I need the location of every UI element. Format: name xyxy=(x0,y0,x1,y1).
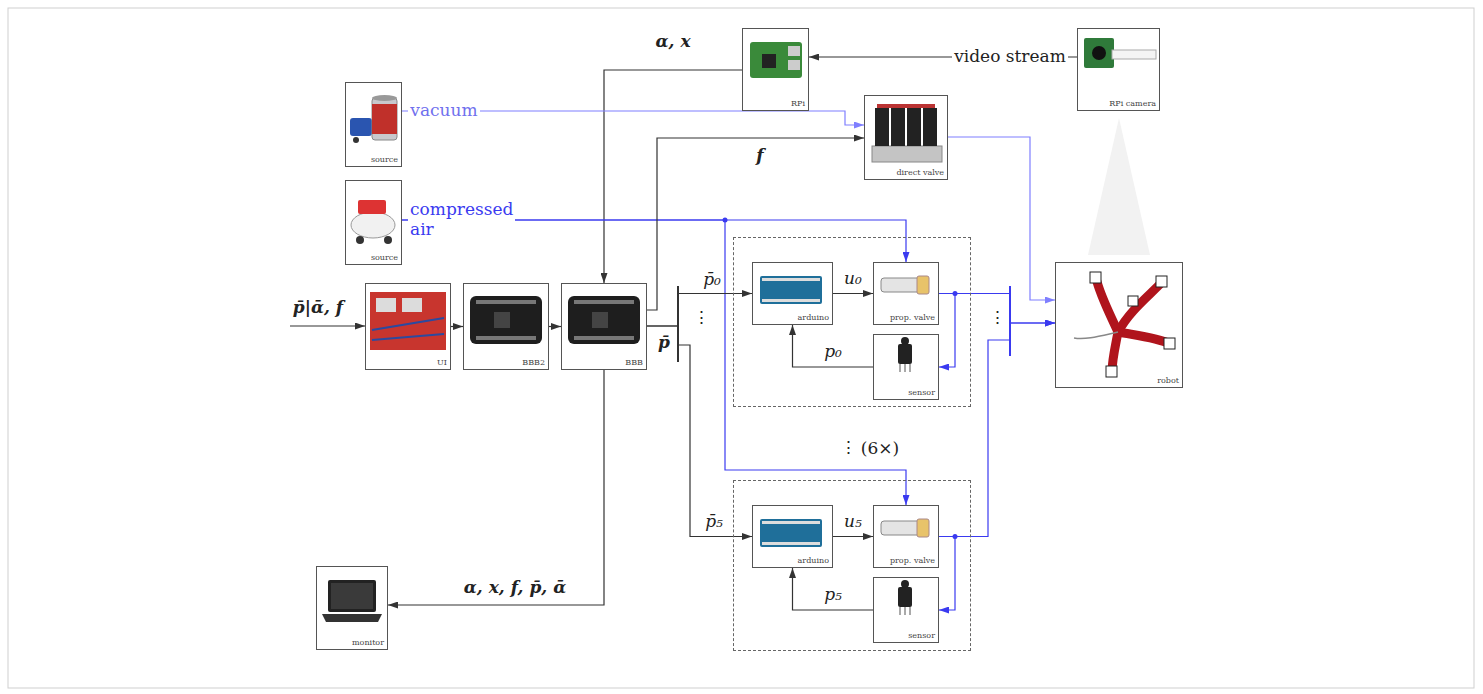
component-caption: BBB xyxy=(625,359,643,368)
component-caption: monitor xyxy=(352,639,384,648)
component-caption: arduino xyxy=(798,314,829,323)
edge-label: α, x xyxy=(653,32,692,52)
vacuum-pump-icon xyxy=(350,95,397,143)
soft-robot-icon xyxy=(1074,272,1175,377)
arduino-icon xyxy=(760,276,822,304)
edge-label: p̄₀ xyxy=(701,270,723,290)
component-box: sensor xyxy=(873,334,939,400)
beaglebone-icon xyxy=(470,296,542,344)
ui-electronics-icon xyxy=(370,292,446,350)
connector xyxy=(402,220,906,505)
beaglebone-icon xyxy=(568,296,640,344)
component-box: prop. valve xyxy=(873,262,939,325)
controller-group: arduino prop. valve sensor xyxy=(733,237,971,407)
connector xyxy=(604,70,742,283)
component-caption: direct valve xyxy=(896,169,944,178)
laptop-icon xyxy=(322,580,382,622)
component-box: arduino xyxy=(752,262,833,325)
connector xyxy=(793,325,874,367)
component-caption: prop. valve xyxy=(890,314,935,323)
edge-label: α, x, f, p̄, ᾱ xyxy=(462,578,568,598)
connector xyxy=(948,137,1055,300)
free-label: p̄|ᾱ, f xyxy=(291,298,345,318)
pressure-sensor-icon xyxy=(898,337,912,372)
component-box: sensor xyxy=(873,577,939,643)
component-box: prop. valve xyxy=(873,505,939,568)
component-caption: BBB2 xyxy=(522,359,545,368)
free-label: ⋮ xyxy=(691,308,712,328)
component-box: UI xyxy=(365,283,451,370)
edge-label: vacuum xyxy=(408,101,479,121)
component-caption: source xyxy=(371,254,398,263)
connector xyxy=(647,326,752,537)
component-box: BBB2 xyxy=(463,283,549,370)
input-arrow xyxy=(290,325,365,326)
component-box: direct valve xyxy=(864,95,948,180)
component-box: monitor xyxy=(316,566,388,650)
free-label: ⋮ xyxy=(987,308,1008,328)
component-caption: sensor xyxy=(908,389,935,398)
component-caption: RPi camera xyxy=(1109,100,1156,109)
component-box: arduino xyxy=(752,505,833,568)
connector xyxy=(549,326,561,327)
component-box: BBB xyxy=(561,283,647,370)
air-compressor-icon xyxy=(351,200,395,244)
component-caption: source xyxy=(371,156,398,165)
edge-label: u₀ xyxy=(842,269,864,289)
raspberry-pi-icon xyxy=(750,42,802,78)
connector xyxy=(833,536,873,537)
component-box: source xyxy=(345,180,402,265)
connector xyxy=(647,138,864,310)
camera-icon xyxy=(1084,38,1156,68)
free-label: (6×) xyxy=(859,439,901,459)
edge-label: video stream xyxy=(952,47,1068,67)
edge-label: u₅ xyxy=(842,512,864,532)
component-caption: prop. valve xyxy=(890,557,935,566)
edge-label: p̄₅ xyxy=(703,512,725,532)
edge-label: p₀ xyxy=(822,342,844,362)
pressure-sensor-icon xyxy=(898,580,912,615)
camera-view-cone xyxy=(1088,118,1150,255)
connector xyxy=(939,323,1055,537)
edge-label: p₅ xyxy=(822,585,844,605)
arduino-icon xyxy=(760,519,822,547)
component-caption: UI xyxy=(437,359,447,368)
component-box: robot xyxy=(1055,262,1183,388)
connector xyxy=(451,326,463,327)
component-box: RPi camera xyxy=(1077,28,1160,111)
edge-label: f xyxy=(754,146,765,166)
connector xyxy=(833,293,873,294)
proportional-valve-icon xyxy=(881,276,929,294)
solenoid-valve-icon xyxy=(872,104,942,162)
connector xyxy=(793,568,874,610)
component-caption: arduino xyxy=(798,557,829,566)
connector xyxy=(939,294,955,368)
edge-label: compressed air xyxy=(408,200,515,239)
free-label: ⋮ xyxy=(838,438,859,458)
connector xyxy=(388,370,604,605)
component-box: RPi xyxy=(742,28,809,111)
controller-group: arduino prop. valve sensor xyxy=(733,480,971,651)
component-caption: sensor xyxy=(908,632,935,641)
proportional-valve-icon xyxy=(881,519,929,537)
free-label: p̄ xyxy=(656,333,672,353)
component-caption: robot xyxy=(1157,377,1179,386)
connector xyxy=(939,537,955,611)
component-caption: RPi xyxy=(791,100,805,109)
outer-frame xyxy=(8,8,1474,688)
component-box: source xyxy=(345,82,402,167)
